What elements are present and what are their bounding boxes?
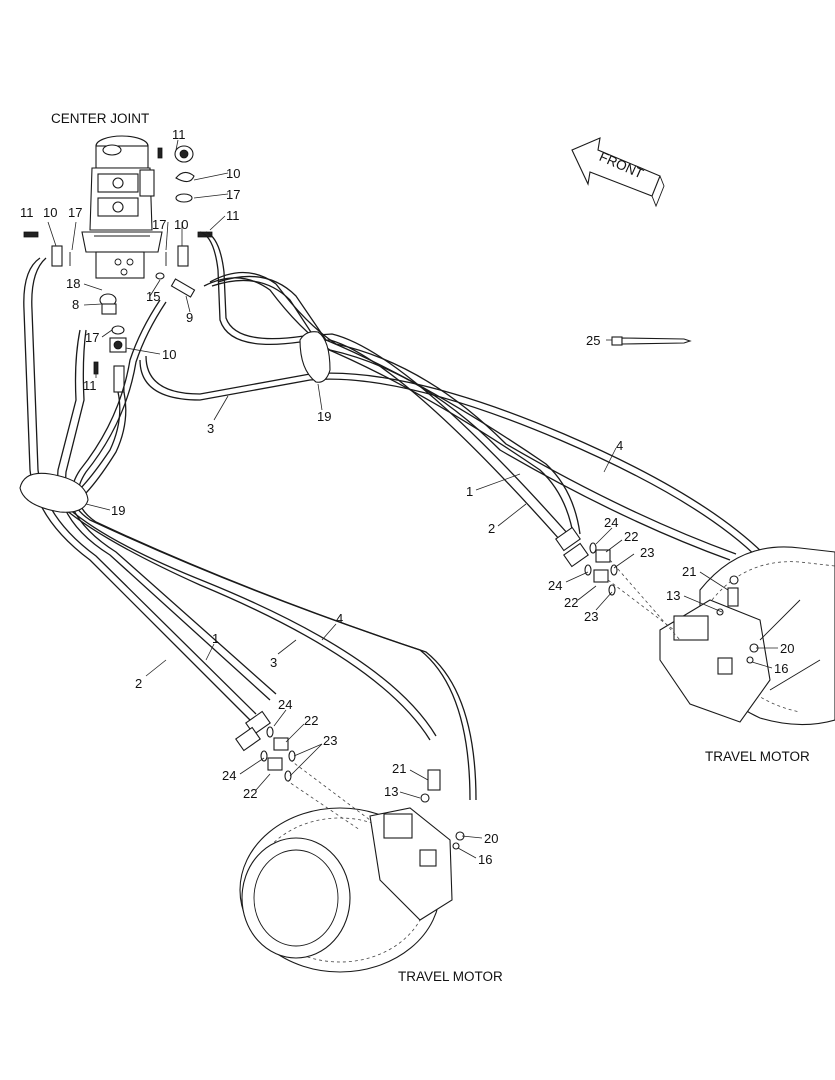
callout-13: 13 — [384, 784, 398, 799]
bottom-motor-fittings — [235, 710, 371, 831]
callout-4: 4 — [616, 438, 623, 453]
travel-motor-bottom-title: TRAVEL MOTOR — [398, 969, 503, 984]
callout-3: 3 — [207, 421, 214, 436]
callout-11: 11 — [83, 378, 97, 393]
callout-23: 23 — [323, 733, 337, 748]
callout-23: 23 — [584, 609, 598, 624]
callout-4: 4 — [336, 611, 343, 626]
callout-24: 24 — [604, 515, 618, 530]
leader-lines — [47, 139, 778, 859]
right-motor-fittings — [555, 526, 681, 641]
front-direction-arrow: FRONT — [571, 137, 665, 208]
callout-24: 24 — [222, 768, 236, 783]
callout-17: 17 — [226, 187, 240, 202]
callout-10: 10 — [162, 347, 176, 362]
callout-15: 15 — [146, 289, 160, 304]
callout-22: 22 — [624, 529, 638, 544]
callout-17: 17 — [152, 217, 166, 232]
callout-19: 19 — [317, 409, 331, 424]
callout-20: 20 — [780, 641, 794, 656]
callout-24: 24 — [278, 697, 292, 712]
callout-21: 21 — [392, 761, 406, 776]
callout-2: 2 — [488, 521, 495, 536]
callout-22: 22 — [564, 595, 578, 610]
cable-tie-25 — [611, 336, 692, 346]
callout-21: 21 — [682, 564, 696, 579]
callout-10: 10 — [174, 217, 188, 232]
callout-11: 11 — [226, 208, 240, 223]
callout-25: 25 — [586, 333, 600, 348]
travel-motor-right — [659, 546, 835, 726]
callout-24: 24 — [548, 578, 562, 593]
callout-8: 8 — [72, 297, 79, 312]
labels: CENTER JOINT TRAVEL MOTOR TRAVEL MOTOR 1… — [20, 111, 810, 984]
callout-20: 20 — [484, 831, 498, 846]
callout-2: 2 — [135, 676, 142, 691]
callout-23: 23 — [640, 545, 654, 560]
callout-17: 17 — [68, 205, 82, 220]
callout-9: 9 — [186, 310, 193, 325]
callout-1: 1 — [212, 631, 219, 646]
callout-22: 22 — [304, 713, 318, 728]
center-joint-title: CENTER JOINT — [51, 111, 149, 126]
callout-16: 16 — [478, 852, 492, 867]
hose-bundle — [19, 231, 776, 801]
callout-13: 13 — [666, 588, 680, 603]
callout-10: 10 — [43, 205, 57, 220]
callout-16: 16 — [774, 661, 788, 676]
travel-motor-bottom — [239, 769, 465, 973]
callout-18: 18 — [66, 276, 80, 291]
callout-3: 3 — [270, 655, 277, 670]
callout-11: 11 — [172, 127, 186, 142]
callout-10: 10 — [226, 166, 240, 181]
center-joint-assembly — [23, 135, 213, 393]
callout-17: 17 — [85, 330, 99, 345]
callout-11: 11 — [20, 205, 34, 220]
callout-22: 22 — [243, 786, 257, 801]
callout-1: 1 — [466, 484, 473, 499]
callout-19: 19 — [111, 503, 125, 518]
travel-motor-right-title: TRAVEL MOTOR — [705, 749, 810, 764]
